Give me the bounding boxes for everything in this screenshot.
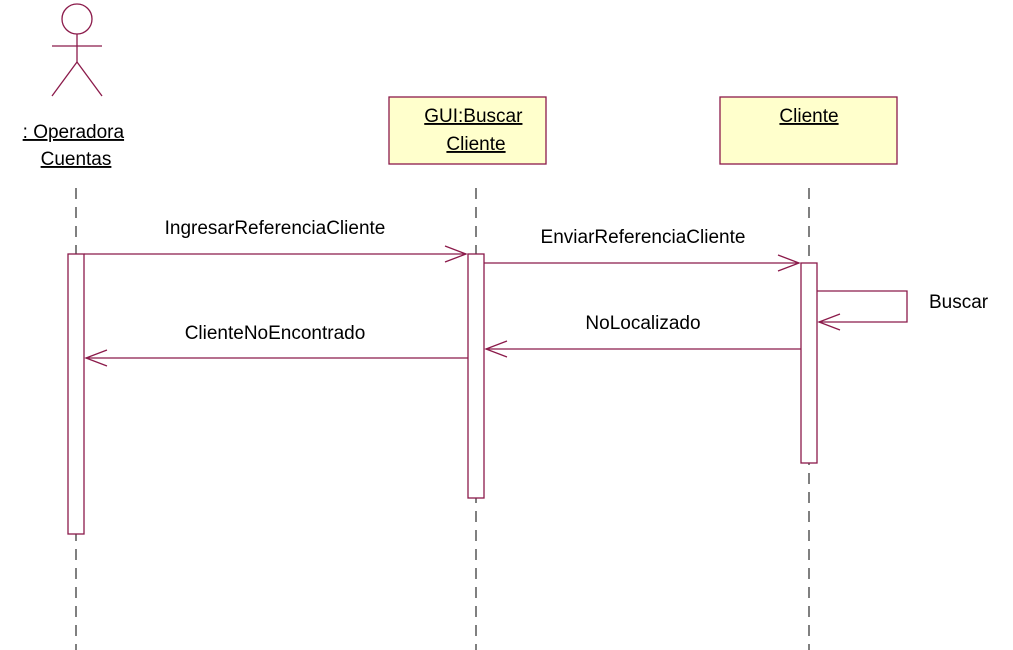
message-line-m3 — [817, 290, 908, 323]
actor-right-leg — [76, 61, 103, 97]
arrowhead-m1 — [444, 245, 468, 263]
object-label-cliente-line-1: Cliente — [779, 106, 838, 127]
message-label-m4: NoLocalizado — [585, 313, 700, 334]
actor-head — [61, 3, 93, 35]
actor-figure — [51, 3, 103, 97]
activation-operadora — [67, 253, 85, 535]
arrowhead-m3 — [817, 313, 841, 331]
actor-left-leg — [51, 61, 78, 97]
arrowhead-m5 — [84, 349, 108, 367]
object-label-cliente: Cliente — [779, 106, 838, 127]
object-label-gui: GUI:Buscar Cliente — [424, 106, 527, 155]
object-box-gui — [388, 96, 547, 165]
activation-cliente — [800, 262, 818, 464]
arrowhead-m2 — [777, 254, 801, 272]
message-label-m2: EnviarReferenciaCliente — [541, 227, 746, 248]
message-label-m3: Buscar — [929, 292, 989, 313]
message-label-m1: IngresarReferenciaCliente — [165, 218, 386, 239]
object-label-gui-line-1: GUI:Buscar — [424, 106, 523, 127]
arrowhead-m4 — [484, 340, 508, 358]
message-label-m5: ClienteNoEncontrado — [185, 323, 366, 344]
activation-gui — [467, 253, 485, 499]
actor-label: : Operadora Cuentas — [23, 122, 130, 170]
actor-label-line-1: : Operadora — [23, 122, 125, 143]
actor-label-line-2: Cuentas — [41, 149, 112, 170]
object-box-cliente — [719, 96, 898, 165]
object-label-gui-line-2: Cliente — [446, 134, 505, 155]
